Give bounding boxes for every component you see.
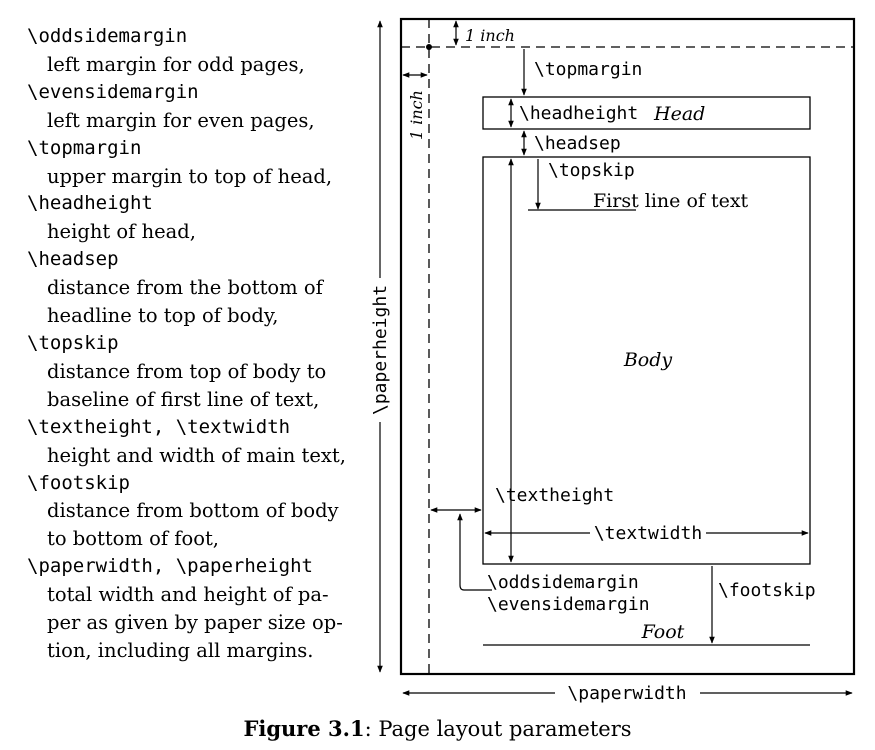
legend-description-line: baseline of first line of text, (47, 387, 320, 411)
legend-description-line: tion, including all margins. (47, 638, 314, 662)
legend-description-line: left margin for odd pages, (47, 52, 305, 76)
legend-command: \textheight, \textwidth (27, 415, 291, 438)
one-inch-top-label: 1 inch (465, 26, 515, 45)
evensidemargin-label: \evensidemargin (487, 594, 650, 615)
legend-description-line: height of head, (47, 220, 196, 244)
legend-description-line: distance from top of body to (47, 359, 327, 383)
paper-outline (399, 17, 856, 676)
textheight-label: \textheight (495, 485, 614, 506)
paperheight-label: \paperheight (370, 285, 391, 415)
topmargin-label: \topmargin (534, 59, 642, 80)
legend-command: \headsep (27, 248, 119, 271)
headsep-label: \headsep (534, 133, 621, 154)
legend-description: distance from bottom of body to bottom of… (27, 497, 367, 553)
figure-caption-text: : Page layout parameters (364, 717, 632, 741)
head-box (482, 96, 811, 130)
topskip-label: \topskip (548, 160, 635, 181)
legend-description: distance from the bottom of headline to t… (27, 274, 367, 330)
legend-description-line: per as given by paper size op- (47, 611, 343, 635)
footskip-label: \footskip (718, 580, 816, 601)
legend-command: \topmargin (27, 136, 142, 159)
parameter-legend: \oddsidemargin left margin for odd pages,… (27, 23, 367, 665)
legend-command: \paperwidth, \paperheight (27, 555, 313, 578)
legend-description: left margin for even pages, (27, 107, 367, 135)
legend-description: upper margin to top of head, (27, 163, 367, 191)
legend-description-line: upper margin to top of head, (47, 164, 333, 188)
one-inch-left-label: 1 inch (407, 90, 426, 140)
oddsidemargin-leader (457, 513, 492, 591)
legend-description-line: headline to top of body, (47, 304, 279, 328)
body-label: Body (623, 349, 673, 371)
legend-command: \oddsidemargin (27, 25, 188, 47)
legend-description-line: height and width of main text, (47, 443, 346, 467)
legend-description: height of head, (27, 218, 367, 246)
legend-command: \headheight (27, 192, 153, 215)
origin-dot (426, 44, 432, 50)
legend-description: height and width of main text, (27, 442, 367, 470)
legend-command: \evensidemargin (27, 80, 199, 103)
legend-description-line: to bottom of foot, (47, 527, 219, 551)
oddsidemargin-label: \oddsidemargin (487, 572, 639, 593)
legend-description: total width and height of pa-per as give… (27, 581, 367, 665)
figure-number: Figure 3.1 (243, 716, 365, 741)
figure-caption: Figure 3.1: Page layout parameters (0, 716, 875, 741)
legend-description-line: distance from the bottom of (47, 276, 323, 300)
paperwidth-label: \paperwidth (567, 683, 686, 704)
headheight-label: \headheight (519, 103, 638, 124)
legend-command: \topskip (27, 331, 119, 354)
foot-label: Foot (641, 621, 685, 643)
textwidth-label: \textwidth (594, 523, 702, 544)
head-label: Head (653, 103, 705, 125)
legend-command: \footskip (27, 471, 130, 494)
body-box (482, 156, 811, 565)
legend-description-line: distance from bottom of body (47, 499, 339, 523)
first-line-label: First line of text (593, 190, 749, 212)
legend-description-line: left margin for even pages, (47, 108, 315, 132)
legend-description-line: total width and height of pa- (47, 583, 329, 607)
legend-description: left margin for odd pages, (27, 51, 367, 79)
legend-description: distance from top of body to baseline of … (27, 358, 367, 414)
